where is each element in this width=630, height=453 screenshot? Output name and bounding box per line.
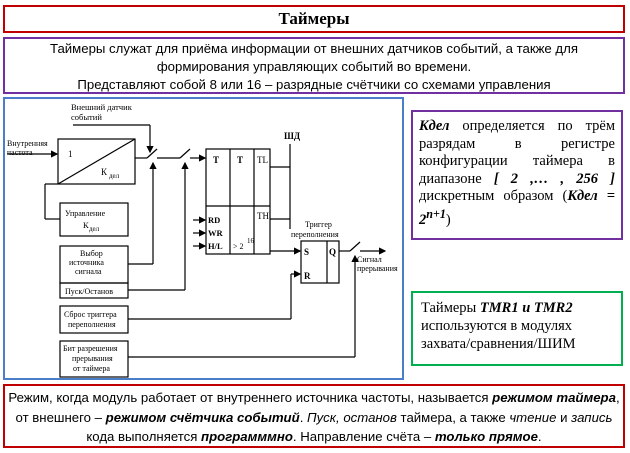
ctrl-k-sub: дел <box>89 225 100 233</box>
page-title: Таймеры <box>278 9 350 28</box>
bottom-text-3: . <box>299 409 308 425</box>
reg-t2: T <box>237 155 243 165</box>
select-src-1: Выбор <box>80 249 103 258</box>
ext-sensor-label-1: Внешний датчик <box>71 102 133 112</box>
divider-k-sub: дел <box>109 172 120 180</box>
divider-k: К <box>101 167 108 177</box>
start-stop-label: Пуск/Останов <box>65 287 113 296</box>
intro-line-1: Таймеры служат для приёма информации от … <box>50 41 578 56</box>
timer-block-diagram: Внешний датчик событий Внутренняя частот… <box>3 97 404 380</box>
int-freq-label-2: частота <box>7 148 33 157</box>
ext-sensor-label-2: событий <box>71 112 102 122</box>
kdel-symbol: Kдел <box>419 118 450 134</box>
title-box: Таймеры <box>3 5 625 33</box>
reg-rd: RD <box>208 215 220 225</box>
kdel-text-3: ) <box>445 211 451 228</box>
reg-cap: > 2 <box>233 242 244 251</box>
irq-label-2: прерывания <box>357 264 398 273</box>
intro-box: Таймеры служат для приёма информации от … <box>3 37 625 94</box>
kdel-text-2: дискретным образом ( <box>419 188 568 204</box>
reg-th: TH <box>257 211 269 221</box>
int-freq-label-1: Внутренняя <box>7 139 48 148</box>
bus-label: ШД <box>284 131 301 141</box>
trig-r: R <box>304 271 311 281</box>
ctrl-k-label-2: К <box>83 220 89 230</box>
reset-trigger-1: Сброс триггера <box>64 310 117 319</box>
reg-tl: TL <box>257 155 268 165</box>
intro-line-2: формирования управляющих событий во врем… <box>156 59 472 74</box>
diagram-svg: Внешний датчик событий Внутренняя частот… <box>7 102 398 378</box>
tmr2-label: TMR2 <box>533 300 573 316</box>
forward-term: только прямое <box>434 429 538 444</box>
tmr1-label: TMR1 <box>479 300 519 316</box>
select-src-3: сигнала <box>75 267 102 276</box>
bottom-text-8: . <box>537 429 542 444</box>
reset-trigger-2: переполнения <box>68 320 116 329</box>
reg-hl: H/L <box>208 241 223 251</box>
int-enable-2: прерывания <box>72 354 113 363</box>
kdel-range: [ 2 ,… , 256 ] <box>493 170 615 187</box>
bottom-text-6: кода выполняется <box>86 429 202 444</box>
tmr-note: Таймеры TMR1 и TMR2 используются в модул… <box>411 291 623 366</box>
divider-one: 1 <box>68 149 73 159</box>
timer-mode-term: режимом таймера <box>492 390 616 405</box>
program-term: программмно <box>201 429 293 444</box>
trig-s: S <box>304 247 309 257</box>
kdel-formula-sup: n+1 <box>426 206 446 221</box>
read-term: чтение <box>509 409 557 425</box>
intro-line-3: Представляют собой 8 или 16 – разрядные … <box>77 77 551 92</box>
counter-mode-term: режимом счётчика событий <box>105 409 300 425</box>
int-enable-3: от таймера <box>73 364 110 373</box>
select-src-2: источника <box>69 258 104 267</box>
kdel-formula: Kдел = 2 <box>419 188 615 228</box>
trig-q: Q <box>329 247 336 257</box>
bottom-summary: Режим, когда модуль работает от внутренн… <box>3 384 625 448</box>
trig-title-1: Триггер <box>305 220 332 229</box>
bottom-text-2: , от внешнего – <box>15 390 620 425</box>
trig-title-2: переполнения <box>291 230 339 239</box>
int-enable-1: Бит разрешения <box>63 344 118 353</box>
reg-wr: WR <box>208 228 224 238</box>
kdel-note: Kдел определяется по трём разрядам в рег… <box>411 110 623 240</box>
reg-t1: T <box>213 155 219 165</box>
bottom-text-1: Режим, когда модуль работает от внутренн… <box>8 390 493 405</box>
reg-cap-sup: 16 <box>247 237 255 245</box>
tmr-text-1: Таймеры <box>421 300 480 316</box>
start-stop-term: Пуск, останов <box>307 409 397 425</box>
tmr-and: и <box>518 300 534 316</box>
irq-label-1: Сигнал <box>357 255 382 264</box>
kdel-text-1: определяется по трём разрядам в регистре… <box>419 118 615 187</box>
write-term: запись <box>571 409 613 425</box>
bottom-text-4: таймера, а также <box>396 409 510 425</box>
bottom-text-5: и <box>556 409 572 425</box>
ctrl-k-label-1: Управление <box>65 209 106 218</box>
bottom-text-7: . Направление счёта – <box>292 429 435 444</box>
tmr-text-2: используются в модулях захвата/сравнения… <box>421 318 576 352</box>
